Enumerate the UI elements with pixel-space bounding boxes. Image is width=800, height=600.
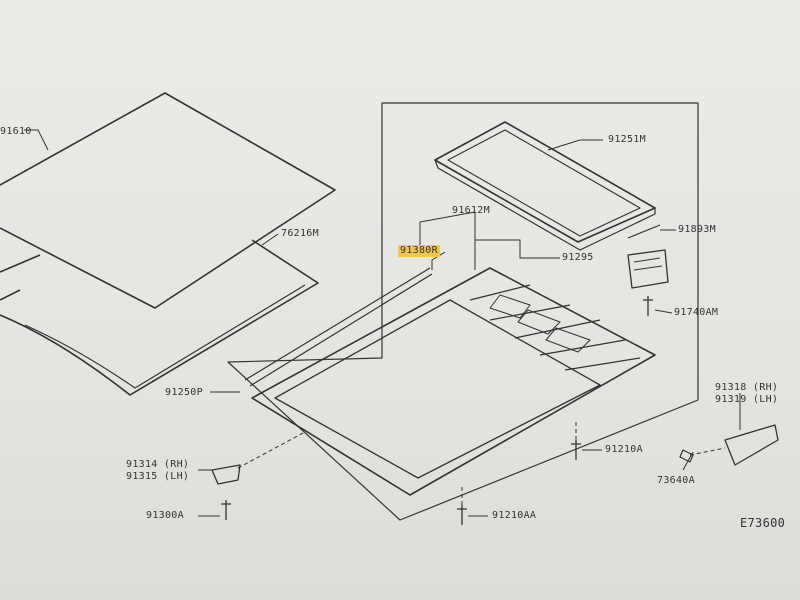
bracket-91314 <box>211 464 241 485</box>
callout-91610: 91610 <box>0 126 32 137</box>
glass-lid-edge <box>434 159 656 251</box>
callout-91300a: 91300A <box>146 510 184 521</box>
callout-91210aa: 91210AA <box>492 510 537 521</box>
callout-91210a: 91210A <box>605 444 643 455</box>
headliner-seal-inner <box>24 284 306 389</box>
roof-panel-lower <box>0 254 41 301</box>
callout-91318: 91318 (RH) <box>715 382 779 393</box>
headliner-seal <box>0 239 319 396</box>
callout-91893m: 91893M <box>678 224 716 235</box>
callout-91314: 91314 (RH) <box>126 459 190 470</box>
bolt-91300a <box>221 500 231 520</box>
bolt-91210aa <box>457 505 467 525</box>
motor-detail <box>633 257 663 271</box>
sunroof-frame-outer <box>251 267 656 496</box>
motor <box>627 249 669 289</box>
drain-cable <box>627 224 661 239</box>
callout-76216m: 76216M <box>281 228 319 239</box>
clip-73640a <box>679 449 694 463</box>
callout-91612m: 91612M <box>452 205 490 216</box>
bracket-91318 <box>724 424 779 466</box>
frame-slots <box>489 294 591 353</box>
callout-91250p: 91250P <box>165 387 203 398</box>
callout-91740am: 91740AM <box>674 307 719 318</box>
callout-73640a: 73640A <box>657 475 695 486</box>
callout-91319: 91319 (LH) <box>715 394 779 405</box>
leaders <box>24 129 741 517</box>
glass-lid-inner <box>447 129 641 237</box>
roof-panel <box>0 92 336 309</box>
callout-91315: 91315 (LH) <box>126 471 190 482</box>
callout-91251m: 91251M <box>608 134 646 145</box>
sunroof-frame-inner <box>274 299 601 479</box>
callout-91380r: 91380R <box>398 245 440 257</box>
assembly-frame <box>227 102 699 521</box>
bolt-91210a <box>571 440 581 460</box>
seal-strip <box>244 267 433 387</box>
bolt-91740am <box>643 296 653 316</box>
attach-lines <box>237 420 726 505</box>
diagram-reference: E73600 <box>740 516 786 530</box>
callout-91295: 91295 <box>562 252 594 263</box>
